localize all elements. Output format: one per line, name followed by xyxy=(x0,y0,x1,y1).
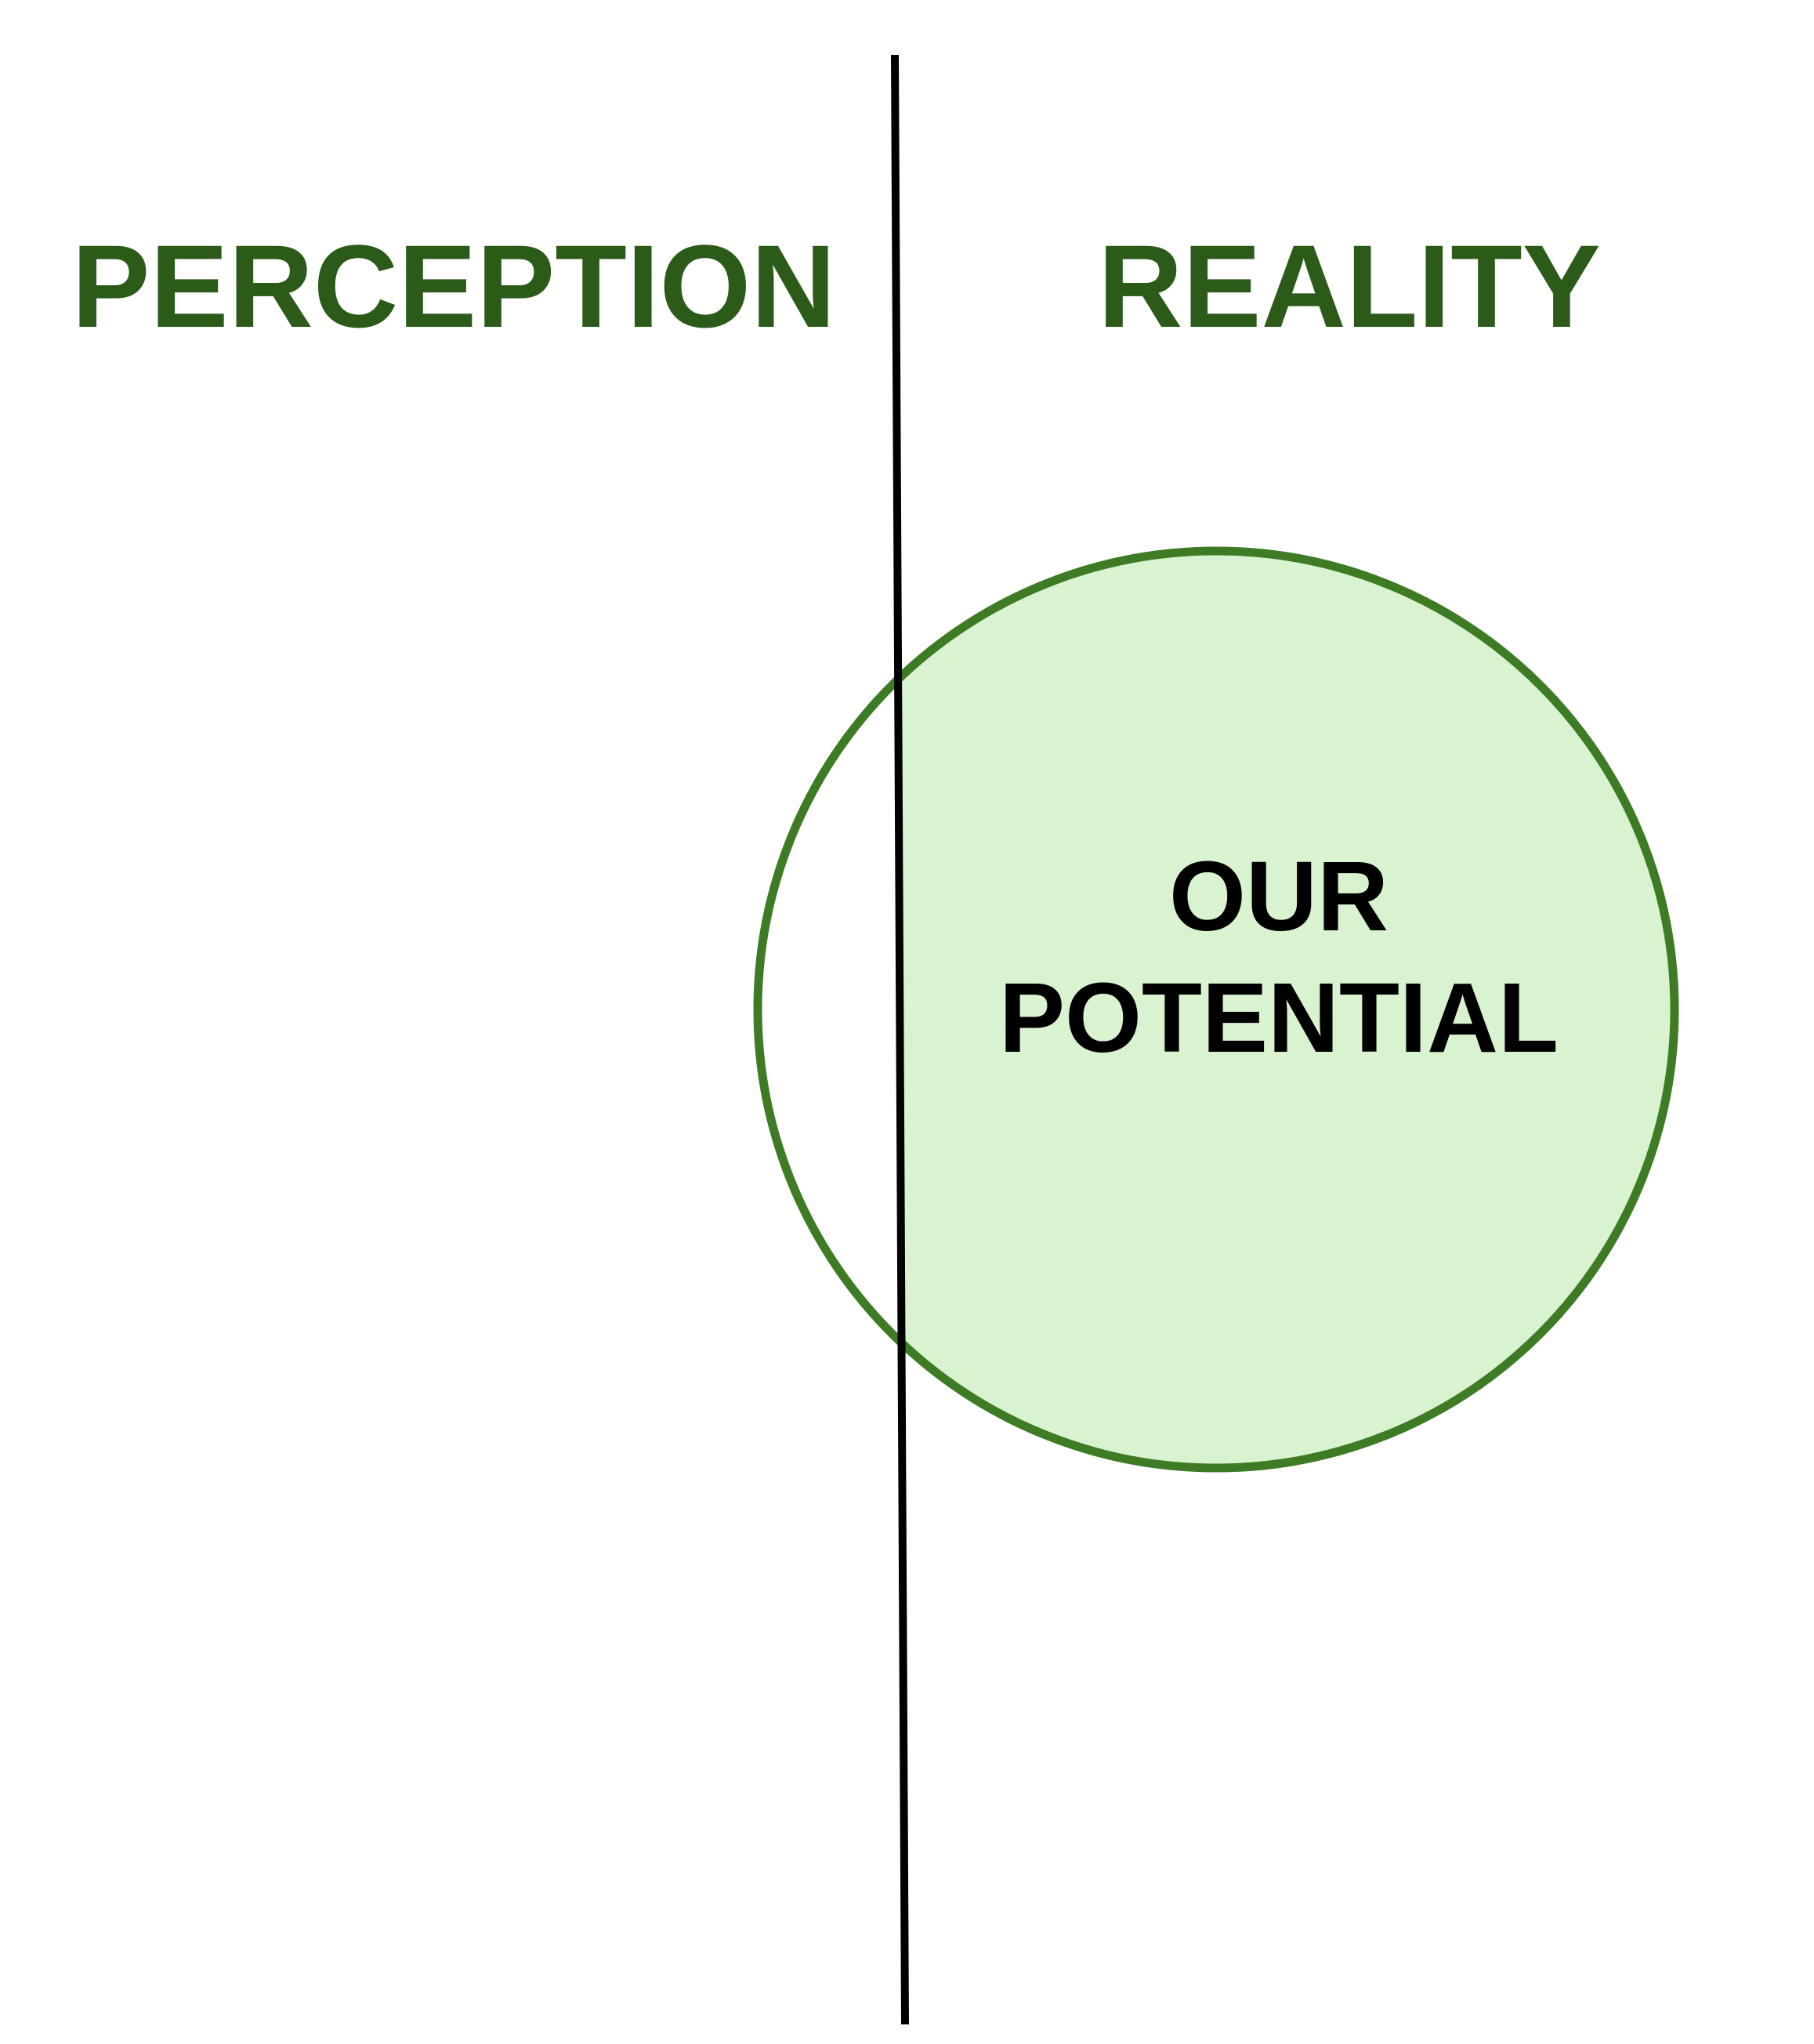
potential-circle-outline xyxy=(753,546,1679,1473)
reality-heading: REALITY xyxy=(1098,220,1601,352)
potential-circle-fill xyxy=(895,551,1675,1468)
divider-line xyxy=(891,54,909,2025)
circle-label-line1: OUR xyxy=(1169,841,1389,951)
perception-heading: PERCEPTION xyxy=(71,220,835,352)
circle-label-line2: POTENTIAL xyxy=(999,962,1559,1073)
